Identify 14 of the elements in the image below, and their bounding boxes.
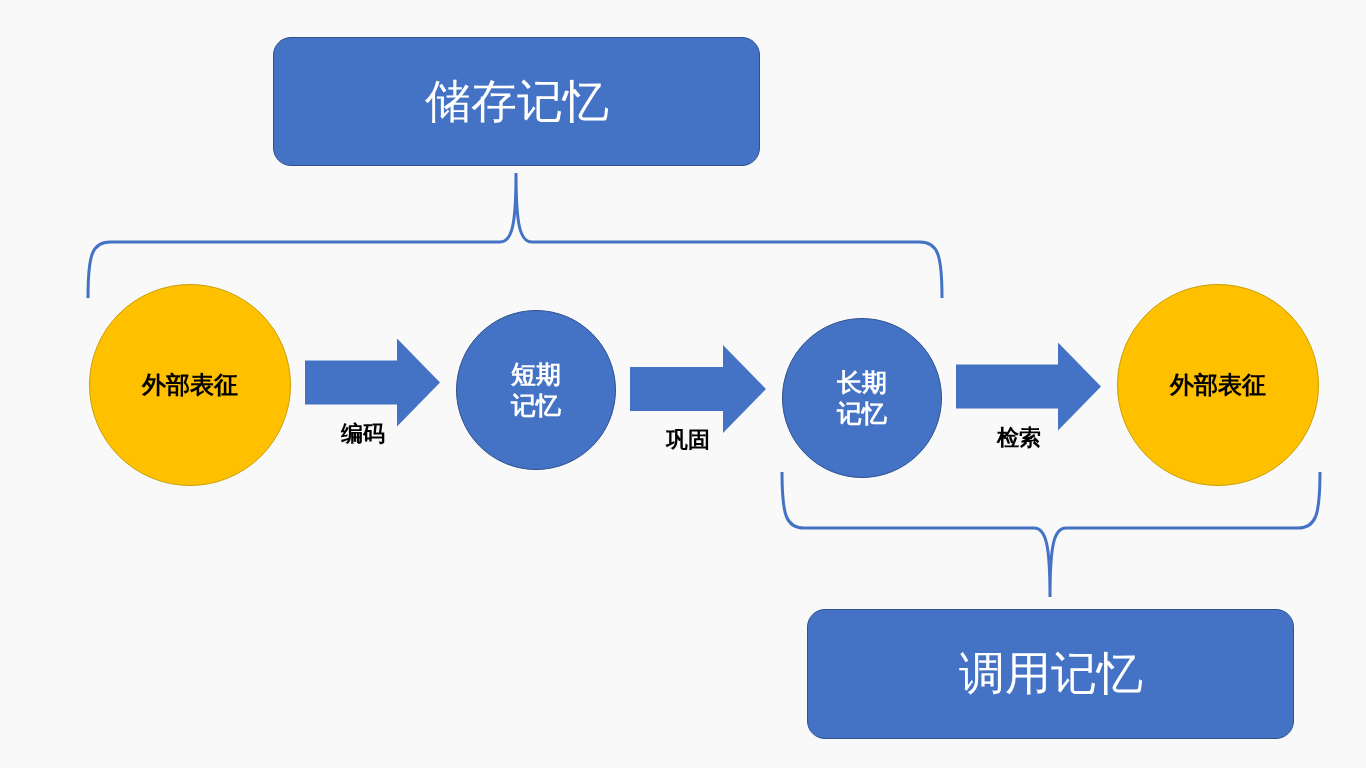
heading-text: 调用记忆 xyxy=(958,645,1143,703)
edge-label: 编码 xyxy=(340,419,385,448)
edge-label: 检索 xyxy=(996,423,1041,452)
heading-box xyxy=(807,609,1294,739)
heading-text: 储存记忆 xyxy=(424,72,609,130)
stage-label: 外部表征 xyxy=(1170,370,1266,400)
stage-label: 长期记忆 xyxy=(835,366,888,430)
stage-label: 外部表征 xyxy=(142,370,238,400)
heading-box xyxy=(273,37,760,166)
block-arrow xyxy=(630,345,766,433)
block-arrow xyxy=(956,342,1101,431)
edge-label: 巩固 xyxy=(666,426,710,454)
block-arrow xyxy=(305,338,440,427)
stage-label: 短期记忆 xyxy=(509,358,562,422)
